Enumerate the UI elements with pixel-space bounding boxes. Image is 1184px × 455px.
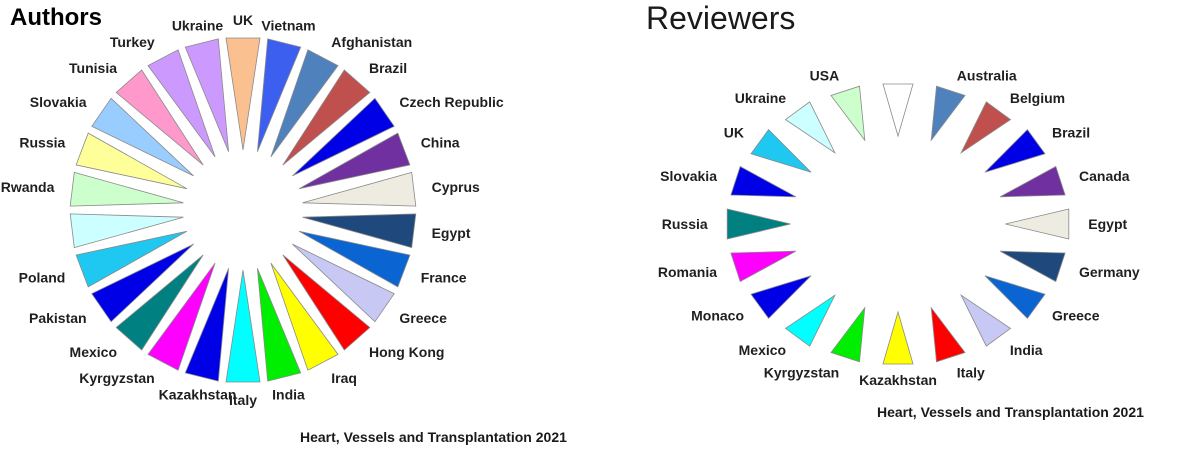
reviewers-label-australia: Australia: [957, 68, 1017, 84]
authors-label-slovakia: Slovakia: [30, 94, 87, 110]
authors-wedge-rwanda: [69, 171, 184, 207]
reviewers-label-egypt: Egypt: [1088, 216, 1127, 232]
reviewers-title: Reviewers: [646, 0, 796, 36]
authors-wedge-iraq: [270, 262, 339, 371]
reviewers-label-kyrgyzstan: Kyrgyzstan: [764, 364, 839, 380]
authors-wedge-czech-republic: [292, 97, 395, 177]
authors-wedge-greece: [292, 243, 395, 323]
authors-label-ukraine: Ukraine: [172, 18, 224, 34]
authors-label-cyprus: Cyprus: [432, 179, 480, 195]
authors-label-kazakhstan: Kazakhstan: [159, 387, 237, 403]
authors-label-iraq: Iraq: [331, 370, 357, 386]
authors-label-czech-republic: Czech Republic: [399, 94, 503, 110]
authors-wedge-pakistan: [91, 243, 194, 323]
authors-wedge-mexico: [115, 254, 204, 351]
reviewers-label-italy: Italy: [957, 364, 985, 380]
reviewers-wedge-usa: [830, 85, 866, 142]
authors-label-hong-kong: Hong Kong: [369, 344, 444, 360]
reviewers-label-usa: USA: [810, 68, 840, 84]
reviewers-label-russia: Russia: [662, 216, 708, 232]
reviewers-wedge-uk: [750, 128, 812, 173]
authors-label-russia: Russia: [19, 135, 65, 151]
reviewers-label-ukraine: Ukraine: [735, 90, 787, 106]
authors-label-tunisia: Tunisia: [69, 60, 117, 76]
authors-label-brazil: Brazil: [369, 60, 407, 76]
authors-label-pakistan: Pakistan: [29, 310, 87, 326]
reviewers-wedge-wheel: AustraliaBelgiumBrazilCanadaEgyptGermany…: [658, 68, 1140, 388]
reviewers-wedge-mexico: [784, 294, 836, 347]
authors-label-uk: UK: [233, 12, 253, 28]
reviewers-label-belgium: Belgium: [1010, 90, 1065, 106]
reviewers-wedge-belgium: [960, 101, 1012, 154]
authors-wedge-russia: [75, 132, 188, 190]
reviewers-wedge-monaco: [750, 275, 812, 320]
authors-label-turkey: Turkey: [110, 34, 155, 50]
reviewers-label-canada: Canada: [1079, 168, 1130, 184]
authors-label-poland: Poland: [19, 269, 66, 285]
authors-wedge-unlabeled-19: [69, 213, 184, 249]
reviewers-label-germany: Germany: [1079, 264, 1140, 280]
authors-wedge-afghanistan: [270, 49, 339, 158]
reviewers-label-uk: UK: [724, 124, 744, 140]
authors-label-egypt: Egypt: [432, 225, 471, 241]
reviewers-wedge-australia: [930, 85, 966, 142]
reviewers-wedge-slovakia: [730, 165, 797, 198]
reviewers-wedge-kazakhstan: [882, 310, 914, 365]
authors-wedge-turkey: [147, 49, 216, 158]
reviewers-label-slovakia: Slovakia: [660, 168, 717, 184]
authors-wedge-egypt: [302, 213, 417, 249]
authors-wedge-tunisia: [115, 69, 204, 166]
reviewers-wedge-india: [960, 294, 1012, 347]
reviewers-label-romania: Romania: [658, 264, 717, 280]
authors-wedge-uk: [225, 37, 261, 151]
authors-wedge-poland: [75, 230, 188, 288]
reviewers-wedge-romania: [730, 250, 797, 283]
reviewers-label-kazakhstan: Kazakhstan: [859, 372, 937, 388]
authors-wedge-kyrgyzstan: [147, 262, 216, 371]
authors-wedge-vietnam: [257, 38, 302, 152]
authors-wedge-china: [298, 132, 411, 190]
authors-label-italy: Italy: [229, 392, 257, 408]
authors-label-afghanistan: Afghanistan: [331, 34, 412, 50]
reviewers-label-greece: Greece: [1052, 308, 1100, 324]
reviewers-wedge-unlabeled-0: [882, 83, 914, 138]
reviewers-wedge-russia: [726, 208, 791, 240]
reviewers-wedge-ukraine: [784, 101, 836, 154]
reviewers-wedge-brazil: [984, 128, 1046, 173]
authors-footer: Heart, Vessels and Transplantation 2021: [300, 429, 567, 445]
authors-wedge-ukraine: [184, 38, 229, 152]
reviewers-wedge-canada: [999, 165, 1066, 198]
authors-wedge-cyprus: [302, 171, 417, 207]
reviewers-wedge-germany: [999, 250, 1066, 283]
reviewers-label-brazil: Brazil: [1052, 124, 1090, 140]
authors-label-vietnam: Vietnam: [261, 18, 315, 34]
authors-wedge-italy: [225, 269, 261, 383]
reviewers-wedge-italy: [930, 306, 966, 363]
authors-label-mexico: Mexico: [70, 344, 117, 360]
authors-wedge-india: [257, 268, 302, 382]
reviewers-label-monaco: Monaco: [691, 308, 744, 324]
authors-wedge-kazakhstan: [184, 268, 229, 382]
reviewers-label-mexico: Mexico: [739, 342, 786, 358]
authors-title: Authors: [10, 4, 102, 31]
authors-label-kyrgyzstan: Kyrgyzstan: [79, 370, 154, 386]
authors-wedge-slovakia: [91, 97, 194, 177]
reviewers-wedge-greece: [984, 275, 1046, 320]
reviewers-footer: Heart, Vessels and Transplantation 2021: [877, 404, 1144, 420]
authors-label-india: India: [272, 387, 305, 403]
authors-label-france: France: [421, 269, 467, 285]
authors-wedge-france: [298, 230, 411, 288]
reviewers-wedge-egypt: [1005, 208, 1070, 240]
authors-wedge-brazil: [282, 69, 371, 166]
reviewers-wedge-kyrgyzstan: [830, 306, 866, 363]
reviewers-label-india: India: [1010, 342, 1043, 358]
authors-label-rwanda: Rwanda: [1, 179, 55, 195]
authors-wedge-hong-kong: [282, 254, 371, 351]
authors-label-greece: Greece: [399, 310, 447, 326]
authors-label-china: China: [421, 135, 460, 151]
